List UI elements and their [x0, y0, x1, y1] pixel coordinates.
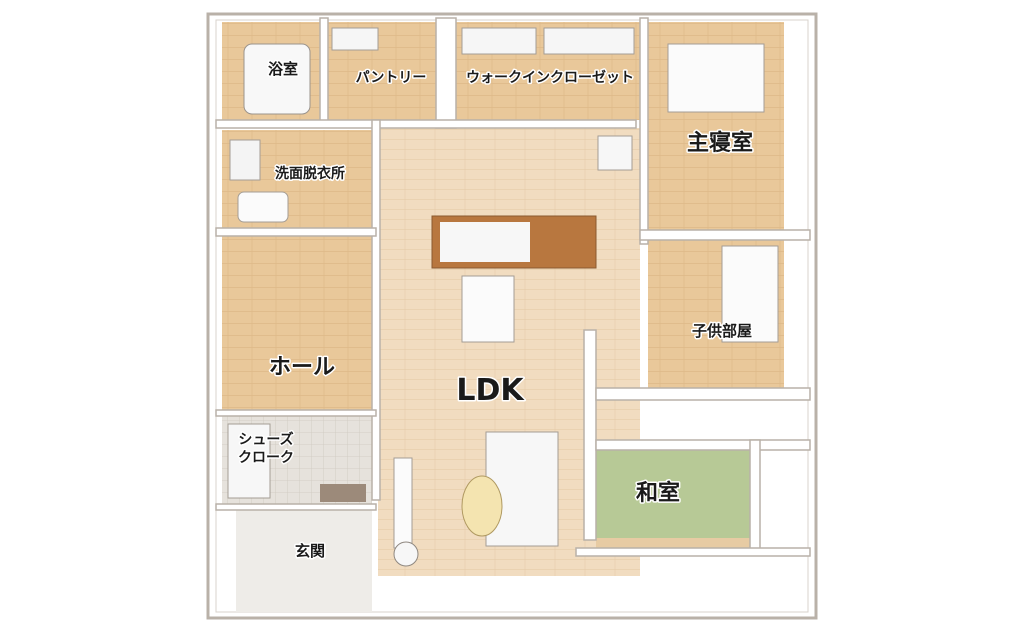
- fridge: [597, 135, 633, 171]
- shoe-shelf: [227, 423, 271, 499]
- closet-shelf-right: [543, 27, 635, 55]
- label-bath: 浴室: [268, 60, 298, 78]
- label-entrance: 玄関: [295, 542, 325, 560]
- label-washroom: 洗面脱衣所: [275, 165, 345, 182]
- label-walk-in-closet: ウォークインクローゼット: [466, 69, 634, 86]
- label-kids-room: 子供部屋: [692, 322, 752, 340]
- entrance-step: [320, 484, 366, 502]
- dining-table: [461, 275, 515, 343]
- tv-board: [393, 457, 413, 549]
- fixtures: [227, 27, 779, 567]
- label-pantry: パントリー: [356, 70, 427, 86]
- label-hall: ホール: [269, 355, 335, 380]
- kitchen-sink-top: [440, 222, 530, 262]
- label-ldk: LDK: [456, 373, 525, 408]
- wash-basin: [237, 191, 289, 223]
- robot-cleaner: [393, 541, 419, 567]
- coffee-table: [461, 475, 503, 537]
- bed-master: [667, 43, 765, 113]
- japanese-room-tatami: [596, 450, 750, 538]
- bed-kids: [721, 245, 779, 343]
- label-japanese-room: 和室: [636, 480, 680, 506]
- label-shoes-cloak-line2: クローク: [238, 450, 294, 466]
- pantry-shelf: [331, 27, 379, 51]
- room-labels: 浴室 パントリー ウォークインクローゼット 主寝室 洗面脱衣所 LDK 子供部屋…: [237, 59, 755, 562]
- label-master-bedroom: 主寝室: [687, 130, 753, 156]
- entrance-floor: [236, 508, 372, 612]
- hall-floor: [222, 236, 372, 410]
- washer: [229, 139, 261, 181]
- interior-walls: [215, 17, 811, 557]
- bathtub: [243, 43, 311, 115]
- closet-shelf-left: [461, 27, 537, 55]
- label-shoes-cloak-line1: シューズ: [238, 431, 293, 448]
